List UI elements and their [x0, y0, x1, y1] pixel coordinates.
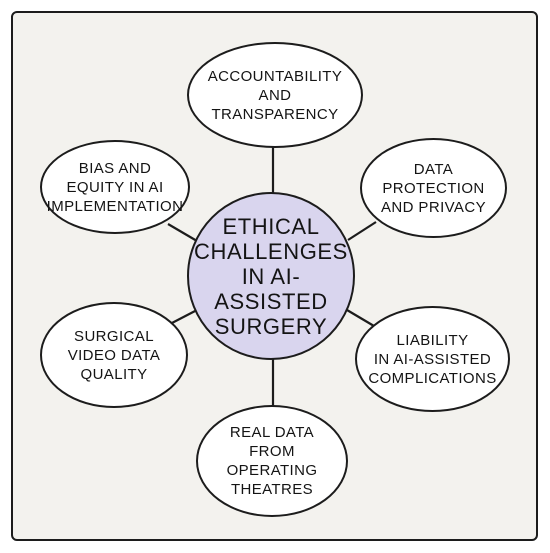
center-label: ETHICAL CHALLENGES IN AI-ASSISTED SURGER… [194, 213, 348, 339]
connector-upper-left [167, 223, 198, 242]
topic-label-surgical-video: SURGICAL VIDEO DATA QUALITY [67, 327, 161, 383]
topic-label-accountability: ACCOUNTABILITY AND TRANSPARENCY [207, 67, 343, 123]
topic-node-data-protection: DATA PROTECTION AND PRIVACY [360, 138, 507, 238]
topic-label-real-data: REAL DATA FROM OPERATING THEATRES [226, 424, 318, 498]
topic-label-data-protection: DATA PROTECTION AND PRIVACY [381, 160, 486, 216]
topic-label-liability: LIABILITY IN AI-ASSISTED COMPLICATIONS [368, 331, 497, 387]
connector-lower-left [169, 309, 198, 325]
topic-node-real-data: REAL DATA FROM OPERATING THEATRES [196, 405, 348, 517]
topic-node-bias-equity: BIAS AND EQUITY IN AI IMPLEMENTATION [40, 140, 190, 234]
center-node: ETHICAL CHALLENGES IN AI-ASSISTED SURGER… [187, 192, 355, 360]
topic-node-surgical-video: SURGICAL VIDEO DATA QUALITY [40, 302, 188, 408]
connector-upper-right [347, 221, 377, 241]
topic-node-liability: LIABILITY IN AI-ASSISTED COMPLICATIONS [355, 306, 510, 412]
topic-label-bias-equity: BIAS AND EQUITY IN AI IMPLEMENTATION [46, 159, 184, 215]
connector-lower-right [346, 309, 375, 327]
topic-node-accountability: ACCOUNTABILITY AND TRANSPARENCY [187, 42, 363, 148]
